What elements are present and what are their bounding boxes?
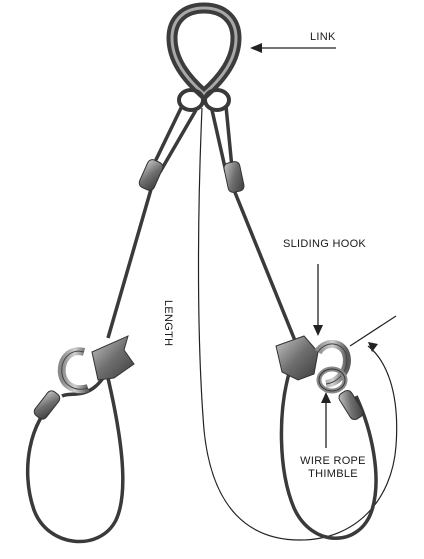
master-link bbox=[172, 8, 236, 94]
length-label: LENGTH bbox=[161, 300, 174, 346]
link-label: LINK bbox=[310, 31, 336, 44]
thimble-pointer-arrow bbox=[321, 392, 331, 448]
thimble-label-line2: THIMBLE bbox=[296, 468, 370, 481]
right-leg-cable bbox=[212, 106, 298, 348]
wire-rope-thimble-label: WIRE ROPE THIMBLE bbox=[296, 455, 370, 480]
hook-tip-pointer-line bbox=[350, 316, 396, 346]
thimble-label-line1: WIRE ROPE bbox=[296, 455, 370, 468]
sliding-hook-pointer-arrow bbox=[313, 264, 323, 336]
left-hook-assembly bbox=[28, 336, 134, 542]
link-pointer-arrow bbox=[250, 43, 336, 53]
left-upper-ferrule bbox=[138, 158, 165, 192]
sliding-hook-label: SLIDING HOOK bbox=[283, 238, 366, 251]
right-upper-ferrule bbox=[223, 161, 245, 194]
